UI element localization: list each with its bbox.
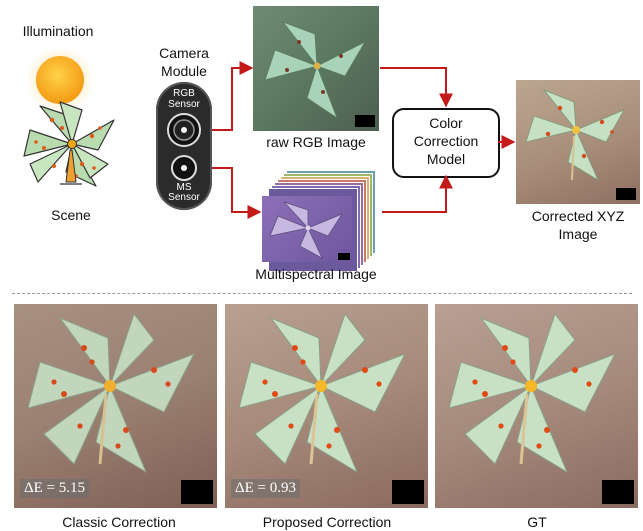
multispectral-mask xyxy=(338,253,350,260)
raw-rgb-label: raw RGB Image xyxy=(266,134,366,150)
panel-gt-caption: GT xyxy=(527,514,547,530)
panel-proposed-pinwheel-icon xyxy=(238,312,407,474)
ms-sensor-label-1: MS xyxy=(176,182,192,193)
multispectral-label: Multispectral Image xyxy=(255,266,377,282)
raw-rgb-image xyxy=(253,6,379,131)
panel-classic-mask xyxy=(181,480,213,504)
multispectral-stack xyxy=(262,170,380,272)
panel-gt-pinwheel-icon xyxy=(448,312,617,474)
panel-proposed-delta: ΔE = 0.93 xyxy=(231,479,301,498)
scene-pinwheel-icon xyxy=(23,101,115,187)
sun-icon xyxy=(25,45,95,115)
ccm-line3: Model xyxy=(426,151,466,167)
panel-classic-delta: ΔE = 5.15 xyxy=(20,479,90,498)
camera-label-line1: Camera xyxy=(159,45,209,61)
rgb-sensor-label-2: Sensor xyxy=(168,99,200,110)
ccm-line2: Correction xyxy=(413,133,479,149)
scene-label: Scene xyxy=(51,207,91,223)
corrected-xyz-image xyxy=(516,80,640,204)
section-divider xyxy=(12,293,632,294)
panel-gt-image xyxy=(435,304,638,508)
panel-proposed-image: ΔE = 0.93 xyxy=(225,304,428,508)
panel-proposed-caption: Proposed Correction xyxy=(262,514,392,530)
color-correction-model-box xyxy=(392,108,500,178)
camera-label-line2: Module xyxy=(161,63,207,79)
raw-rgb-pinwheel-icon xyxy=(264,21,367,120)
illumination-label: Illumination xyxy=(22,23,94,39)
panel-gt-mask xyxy=(602,480,634,504)
corrected-mask xyxy=(616,188,636,200)
panel-classic-pinwheel-icon xyxy=(27,312,196,474)
rgb-sensor-label-1: RGB xyxy=(173,88,195,99)
panel-proposed-mask xyxy=(392,480,424,504)
ms-sensor-lens-icon xyxy=(171,155,197,181)
ms-sensor-label-2: Sensor xyxy=(168,192,200,203)
corrected-pinwheel-icon xyxy=(525,89,625,181)
flow-arrows xyxy=(212,61,516,219)
corrected-label-line2: Image xyxy=(558,226,598,242)
corrected-label-line1: Corrected XYZ xyxy=(531,208,625,224)
panel-classic-caption: Classic Correction xyxy=(62,514,176,530)
panel-classic-image: ΔE = 5.15 xyxy=(14,304,217,508)
rgb-sensor-lens-icon xyxy=(167,113,201,147)
raw-rgb-mask xyxy=(355,115,375,127)
ccm-line1: Color xyxy=(429,115,463,131)
multispectral-pinwheel-icon xyxy=(269,201,343,259)
